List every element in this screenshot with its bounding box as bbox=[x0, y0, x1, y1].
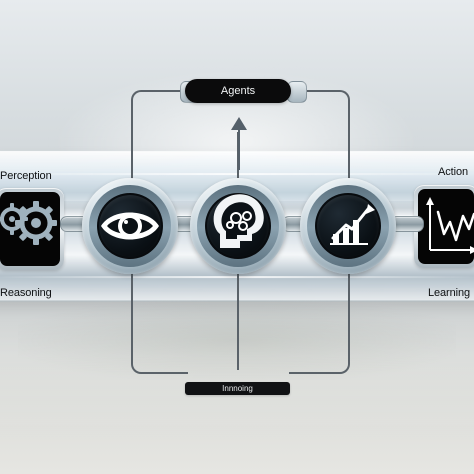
right-panel-inner bbox=[418, 189, 474, 264]
agents-pill: Agents bbox=[185, 79, 291, 103]
learning-label: Learning bbox=[427, 287, 470, 299]
gears-icon bbox=[0, 201, 57, 245]
bottom-pill: Innnoing bbox=[185, 382, 290, 395]
agents-label: Agents bbox=[220, 85, 256, 97]
bottom-label: Innnoing bbox=[222, 384, 253, 393]
line-chart-icon bbox=[426, 197, 474, 254]
eye-icon bbox=[101, 212, 159, 240]
reasoning-label: Reasoning bbox=[0, 287, 52, 299]
action-label: Action bbox=[438, 166, 468, 178]
head-brain-icon bbox=[213, 194, 264, 248]
perception-label: Perception bbox=[0, 170, 52, 182]
right-panel bbox=[414, 185, 474, 268]
growth-chart-icon bbox=[330, 204, 375, 245]
up-arrow-head bbox=[231, 117, 247, 130]
